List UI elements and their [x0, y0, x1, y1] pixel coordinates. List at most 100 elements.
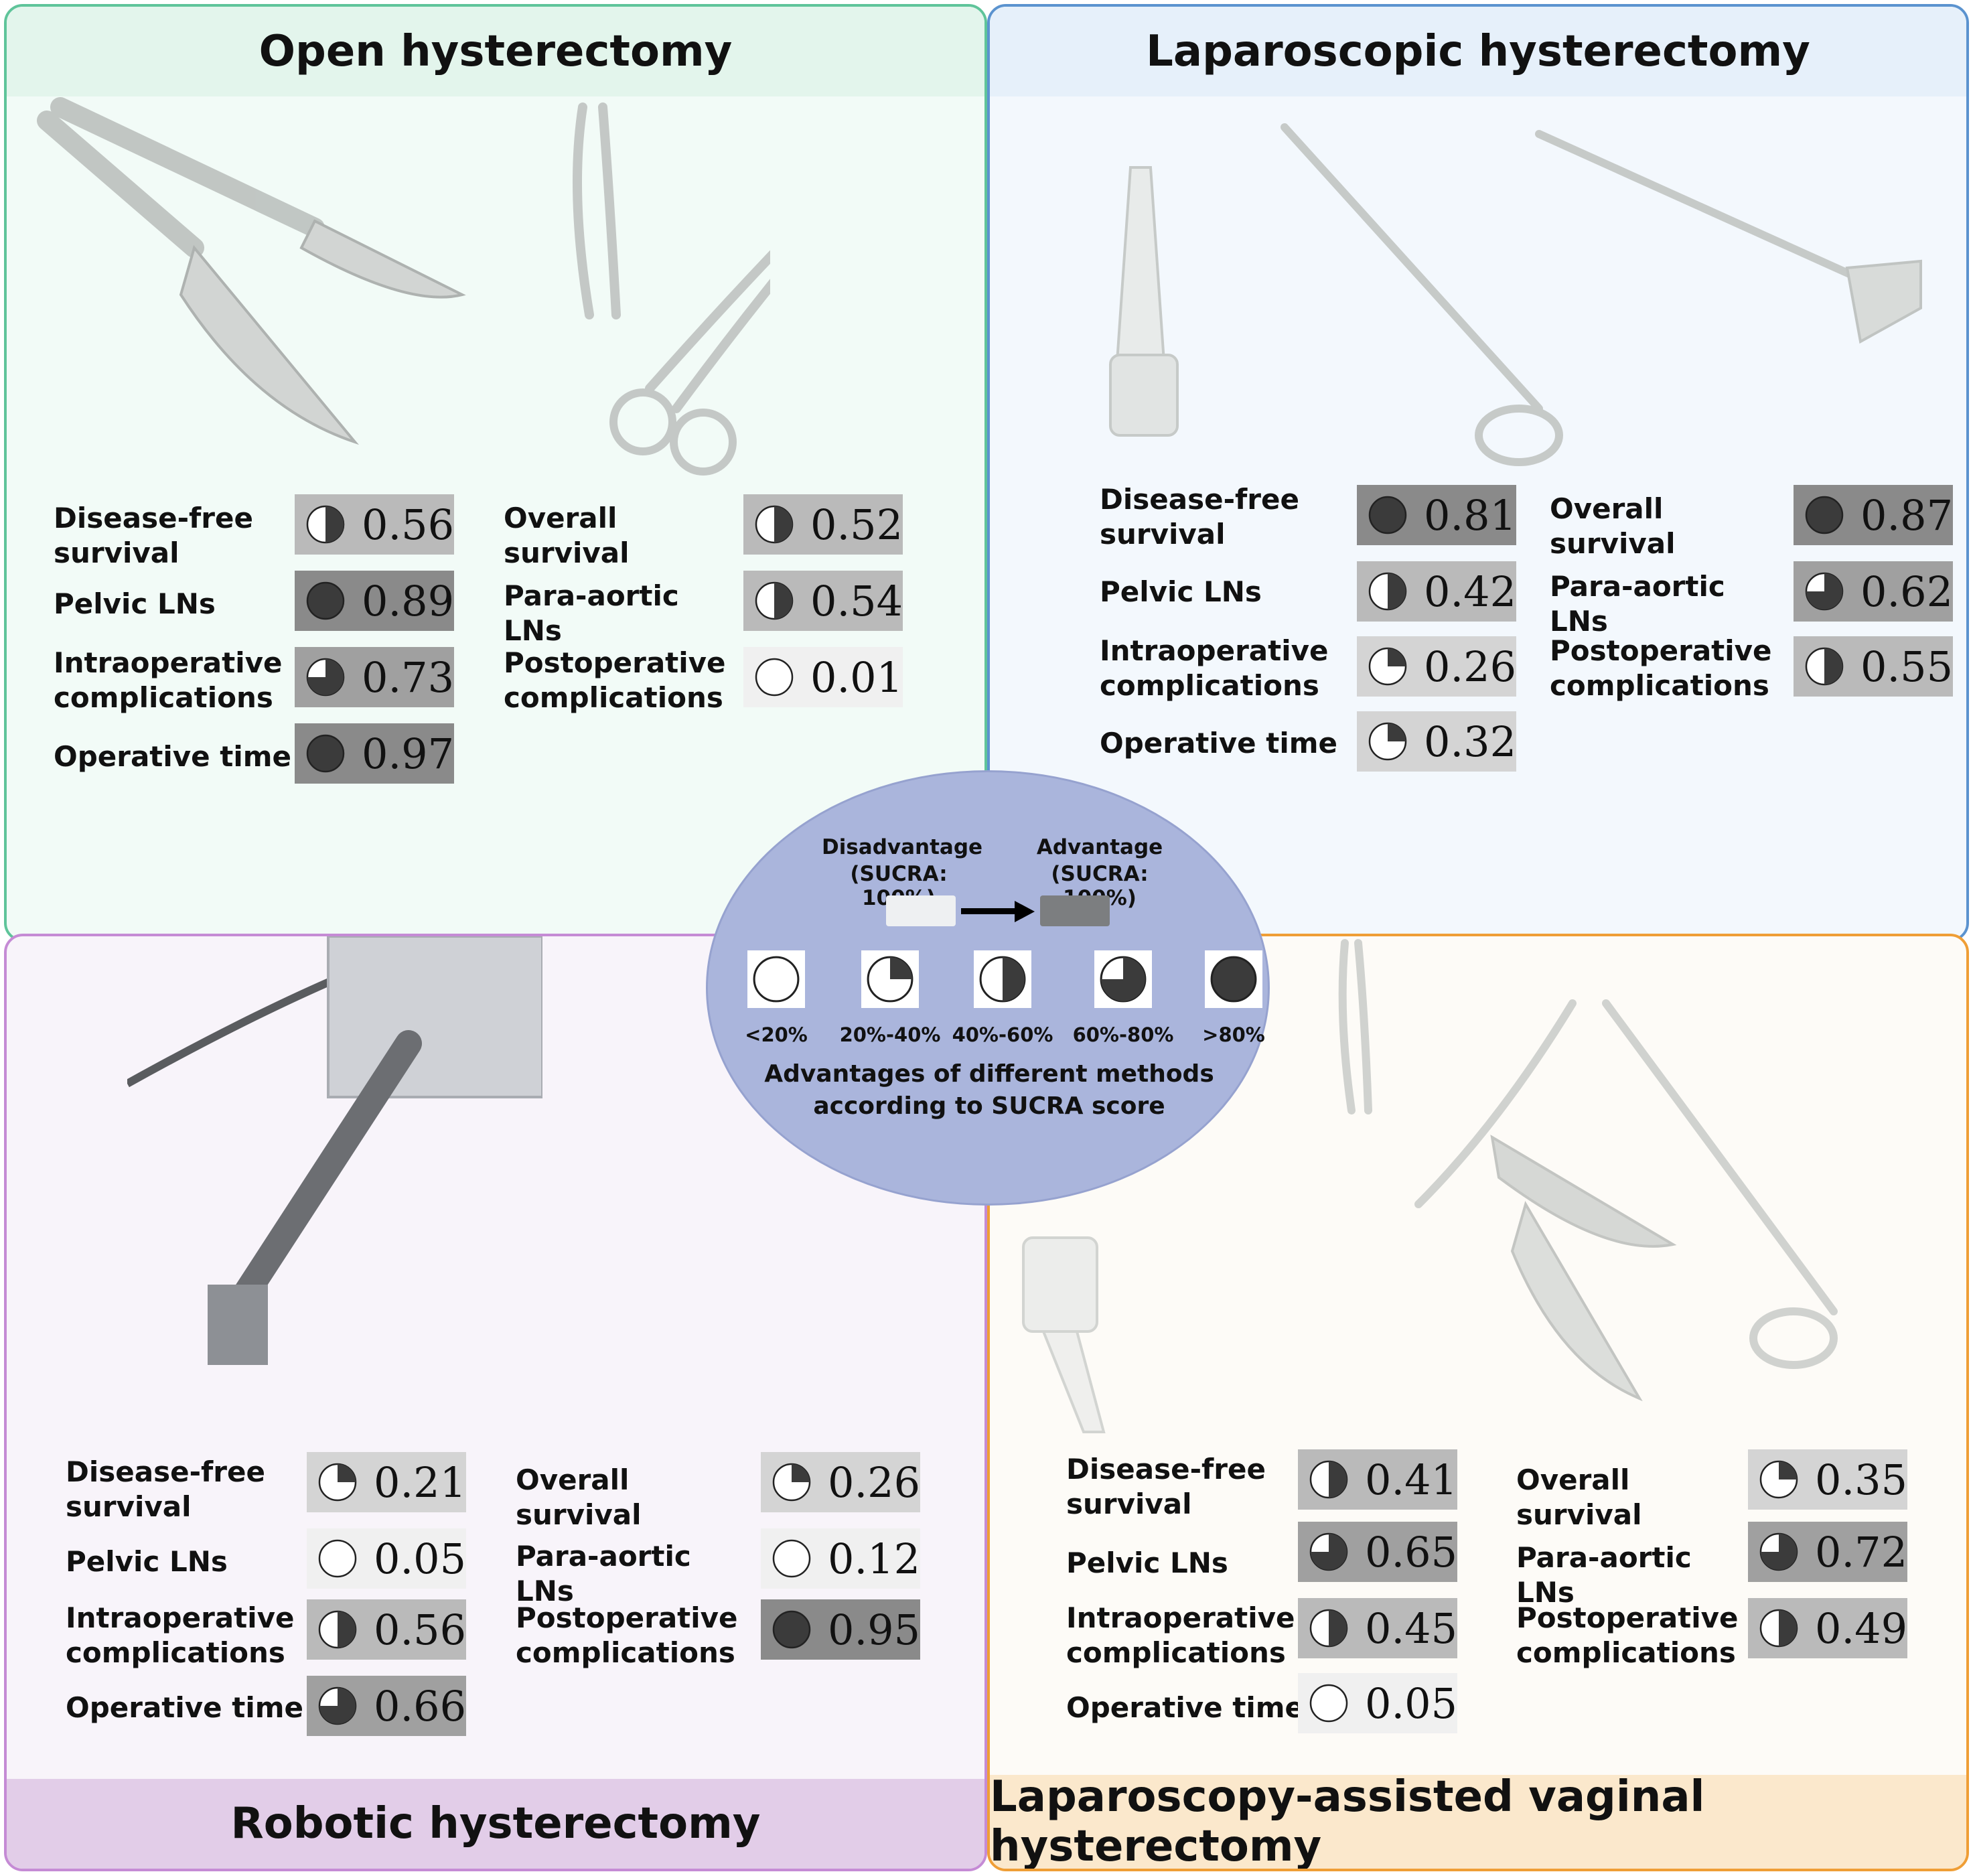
panel-title: Open hysterectomy — [7, 7, 984, 96]
metric-score-box: 0.49 — [1748, 1598, 1907, 1658]
metric-score-box: 0.56 — [307, 1599, 466, 1660]
legend-dark-swatch — [1040, 895, 1110, 926]
metric-value: 0.89 — [362, 576, 455, 626]
metric-value: 0.56 — [374, 1605, 467, 1654]
laparoscopic-instruments-illustration — [1109, 123, 1922, 466]
metric-score-box: 0.56 — [295, 494, 454, 555]
legend-bin-0-label: <20% — [745, 1023, 808, 1046]
panel-title: Laparoscopy-assisted vaginal hysterectom… — [990, 1772, 1966, 1869]
harvey-ball-icon — [318, 1539, 357, 1578]
metric-label: Postoperative complications — [1550, 634, 1772, 702]
harvey-ball-icon — [306, 581, 345, 620]
metric-label: Postoperative complications — [504, 646, 726, 714]
harvey-ball-icon — [755, 658, 794, 697]
legend-light-swatch — [886, 895, 956, 926]
metric-score-box: 0.72 — [1748, 1522, 1907, 1582]
metric-label: Postoperative complications — [516, 1601, 738, 1669]
metric-value: 0.52 — [810, 500, 903, 549]
legend-caption-line2: according to SUCRA score — [813, 1092, 1165, 1120]
harvey-ball-icon — [772, 1539, 811, 1578]
metric-label: Disease-free survival — [66, 1455, 265, 1523]
metric-value: 0.81 — [1424, 490, 1517, 540]
metric-label: Pelvic LNs — [1100, 575, 1262, 608]
harvey-ball-icon — [1368, 496, 1407, 534]
harvey-ball-icon — [1309, 1609, 1348, 1648]
harvey-ball-icon — [1759, 1532, 1798, 1571]
metric-score-box: 0.52 — [743, 494, 903, 555]
metric-label: Overall survival — [1516, 1463, 1642, 1531]
metric-score-box: 0.87 — [1794, 485, 1953, 545]
metric-score-box: 0.54 — [743, 571, 903, 631]
harvey-ball-icon — [318, 1610, 357, 1649]
metric-score-box: 0.95 — [761, 1599, 920, 1660]
metric-value: 0.56 — [362, 500, 455, 549]
legend-bin-0-icon — [747, 950, 805, 1008]
harvey-ball-icon — [306, 658, 345, 697]
harvey-ball-icon — [1368, 722, 1407, 761]
harvey-ball-icon — [1309, 1684, 1348, 1723]
metric-value: 0.01 — [810, 652, 903, 702]
harvey-ball-icon — [772, 1463, 811, 1502]
metric-score-box: 0.55 — [1794, 636, 1953, 697]
metric-label: Intraoperative complications — [1066, 1601, 1295, 1669]
legend-arrow-head — [1015, 901, 1035, 922]
harvey-ball-icon — [867, 956, 914, 1003]
metric-label: Disease-free survival — [1100, 483, 1299, 551]
metric-label: Para-aortic LNs — [1550, 570, 1725, 638]
metric-value: 0.12 — [828, 1534, 921, 1583]
metric-value: 0.05 — [374, 1534, 467, 1583]
harvey-ball-icon — [306, 734, 345, 773]
sucra-legend: Disadvantage (SUCRA: 100%) Advantage (SU… — [706, 770, 1270, 1206]
metric-score-box: 0.73 — [295, 647, 454, 707]
metric-label: Operative time — [1100, 727, 1337, 760]
metric-label: Operative time — [66, 1691, 303, 1724]
metric-score-box: 0.26 — [1357, 636, 1516, 697]
metric-label: Pelvic LNs — [54, 587, 216, 620]
legend-bin-4-label: >80% — [1202, 1023, 1265, 1046]
metric-value: 0.62 — [1860, 567, 1954, 616]
metric-score-box: 0.66 — [307, 1676, 466, 1736]
legend-bin-3-icon — [1094, 950, 1152, 1008]
harvey-ball-icon — [1368, 647, 1407, 686]
metric-value: 0.95 — [828, 1605, 921, 1654]
harvey-ball-icon — [755, 505, 794, 544]
metric-label: Overall survival — [504, 502, 630, 569]
panel-title: Robotic hysterectomy — [7, 1779, 984, 1869]
harvey-ball-icon — [318, 1686, 357, 1725]
harvey-ball-icon — [772, 1610, 811, 1649]
lavh-instruments-illustration — [1022, 939, 1838, 1433]
panel-title: Laparoscopic hysterectomy — [990, 7, 1966, 96]
metric-value: 0.97 — [362, 729, 455, 778]
metric-score-box: 0.62 — [1794, 561, 1953, 622]
metric-label: Disease-free survival — [1066, 1453, 1266, 1520]
metric-label: Intraoperative complications — [1100, 634, 1329, 702]
harvey-ball-icon — [1100, 956, 1147, 1003]
metric-score-box: 0.21 — [307, 1452, 466, 1512]
legend-advantage-label: Advantage — [1036, 835, 1163, 859]
metric-score-box: 0.42 — [1357, 561, 1516, 622]
metric-value: 0.66 — [374, 1681, 467, 1731]
metric-score-box: 0.81 — [1357, 485, 1516, 545]
metric-label: Operative time — [1066, 1691, 1304, 1724]
metric-label: Operative time — [54, 740, 291, 773]
harvey-ball-icon — [1368, 572, 1407, 611]
harvey-ball-icon — [1805, 496, 1844, 534]
metric-value: 0.21 — [374, 1457, 467, 1507]
metric-label: Intraoperative complications — [54, 646, 283, 714]
metric-value: 0.32 — [1424, 717, 1517, 766]
metric-score-box: 0.35 — [1748, 1449, 1907, 1510]
legend-bin-4-icon — [1205, 950, 1262, 1008]
metric-label: Intraoperative complications — [66, 1601, 295, 1669]
metric-score-box: 0.26 — [761, 1452, 920, 1512]
metric-value: 0.49 — [1815, 1603, 1908, 1653]
legend-bin-2-label: 40%-60% — [952, 1023, 1053, 1046]
metric-score-box: 0.97 — [295, 723, 454, 784]
harvey-ball-icon — [1805, 647, 1844, 686]
legend-disadvantage-label: Disadvantage — [822, 835, 983, 859]
harvey-ball-icon — [1805, 572, 1844, 611]
metric-label: Overall survival — [516, 1463, 642, 1531]
metric-value: 0.26 — [1424, 642, 1517, 691]
metric-score-box: 0.01 — [743, 647, 903, 707]
harvey-ball-icon — [1759, 1460, 1798, 1499]
metric-label: Pelvic LNs — [1066, 1546, 1228, 1579]
